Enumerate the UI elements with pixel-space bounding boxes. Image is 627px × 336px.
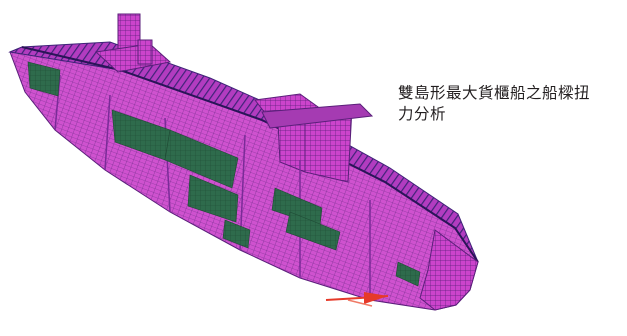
- aft-island: [254, 93, 374, 183]
- bow: [419, 229, 479, 311]
- caption-line-1: 雙島形最大貨櫃船之船樑扭: [398, 84, 591, 102]
- load-arrow: [325, 292, 389, 307]
- caption-line-2: 力分析: [398, 105, 447, 123]
- figure-caption: 雙島形最大貨櫃船之船樑扭 力分析: [398, 83, 623, 125]
- forward-island: [94, 13, 172, 73]
- container-blocks: [27, 61, 421, 287]
